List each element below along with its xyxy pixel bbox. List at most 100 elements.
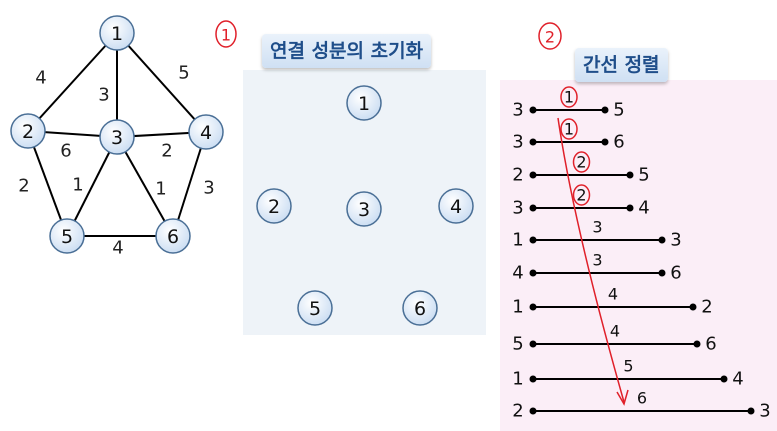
edge-weight-label: 4 <box>610 322 620 341</box>
edge-endpoint-dot <box>658 269 666 277</box>
component-label: 1 <box>358 93 370 115</box>
edge-to-label: 6 <box>670 263 681 284</box>
edge-weight-label: 4 <box>112 238 123 259</box>
graph-node-label: 4 <box>200 122 212 144</box>
edge-from-label: 1 <box>512 297 523 318</box>
graph-node-label: 1 <box>111 23 123 45</box>
edge-endpoint-dot <box>693 340 701 348</box>
graph-node-3 <box>99 119 135 155</box>
step1-title: 연결 성분의 초기화 <box>262 34 432 68</box>
red-circle-annotation <box>560 86 578 108</box>
edge-from-label: 3 <box>512 100 523 121</box>
edge-endpoint-dot <box>529 171 537 179</box>
component-label: 2 <box>268 196 280 218</box>
graph-node-6 <box>155 218 191 254</box>
graph-edge-1-4 <box>116 32 207 133</box>
step1-marker-circle <box>215 20 237 48</box>
edge-weight-label: 3 <box>592 218 602 237</box>
edge-endpoint-dot <box>689 303 697 311</box>
edge-endpoint-dot <box>626 204 634 212</box>
edge-endpoint-dot <box>529 138 537 146</box>
component-label: 6 <box>414 298 426 320</box>
component-node-3 <box>346 191 382 227</box>
step2-marker-number: 2 <box>545 28 555 47</box>
edge-from-label: 4 <box>512 263 523 284</box>
red-circle-annotation <box>572 184 591 206</box>
edge-from-label: 2 <box>512 401 523 422</box>
edge-from-label: 1 <box>512 230 523 251</box>
component-node-1 <box>346 85 382 121</box>
edge-endpoint-dot <box>529 303 537 311</box>
edge-to-label: 5 <box>638 165 649 186</box>
edge-weight-label: 1 <box>72 175 83 196</box>
edge-to-label: 2 <box>701 297 712 318</box>
edge-to-label: 3 <box>670 230 681 251</box>
component-node-6 <box>402 290 438 326</box>
edge-endpoint-dot <box>626 171 634 179</box>
sort-arrow-head <box>616 389 629 406</box>
edge-weight-label: 5 <box>178 63 189 84</box>
edge-from-label: 3 <box>512 132 523 153</box>
edge-from-label: 3 <box>512 198 523 219</box>
edge-weight-label: 6 <box>60 141 71 162</box>
edge-weight-label: 3 <box>203 178 214 199</box>
component-label: 4 <box>450 196 462 218</box>
graph-edge-3-5 <box>66 136 118 237</box>
step2-title: 간선 정렬 <box>575 48 668 82</box>
edge-weight-label: 2 <box>161 141 172 162</box>
graph-node-label: 5 <box>61 226 73 248</box>
edge-endpoint-dot <box>601 138 609 146</box>
graph-node-5 <box>49 218 85 254</box>
edge-endpoint-dot <box>529 375 537 383</box>
red-circle-annotation <box>560 118 578 140</box>
edge-weight-label: 6 <box>637 389 647 408</box>
edge-to-label: 3 <box>759 401 770 422</box>
graph-edge-4-6 <box>172 131 207 237</box>
edge-weight-label: 2 <box>576 153 586 172</box>
graph-edge-1-2 <box>27 32 118 132</box>
red-circle-annotation <box>572 151 591 173</box>
edge-to-label: 5 <box>613 100 624 121</box>
component-node-4 <box>438 188 474 224</box>
edge-to-label: 4 <box>732 369 743 390</box>
sorted-edges-panel <box>500 80 777 431</box>
graph-node-2 <box>10 113 46 149</box>
edge-endpoint-dot <box>747 407 755 415</box>
edge-endpoint-dot <box>529 106 537 114</box>
step2-marker-circle <box>538 22 562 50</box>
edge-weight-label: 1 <box>155 179 166 200</box>
edge-weight-label: 4 <box>608 285 618 304</box>
edge-weight-label: 2 <box>18 176 29 197</box>
edge-from-label: 5 <box>512 334 523 355</box>
graph-node-label: 2 <box>22 121 34 143</box>
edge-weight-label: 5 <box>623 357 633 376</box>
edge-to-label: 4 <box>638 198 649 219</box>
edge-to-label: 6 <box>613 132 624 153</box>
component-label: 5 <box>309 298 321 320</box>
graph-edge-2-5 <box>27 130 68 237</box>
edge-endpoint-dot <box>720 375 728 383</box>
component-node-2 <box>256 188 292 224</box>
graph-node-4 <box>188 114 224 150</box>
edge-weight-label: 4 <box>35 68 46 89</box>
edge-to-label: 6 <box>705 334 716 355</box>
edge-weight-label: 1 <box>564 88 574 107</box>
component-nodes: 1 2 3 4 5 6 <box>256 85 474 326</box>
step1-marker-number: 1 <box>221 26 231 45</box>
edge-from-label: 1 <box>512 369 523 390</box>
edge-endpoint-dot <box>529 407 537 415</box>
graph-node-label: 6 <box>167 226 179 248</box>
graph-node-1 <box>99 15 135 51</box>
edge-endpoint-dot <box>529 340 537 348</box>
graph-node-label: 3 <box>111 127 123 149</box>
edge-endpoint-dot <box>529 236 537 244</box>
edge-endpoint-dot <box>529 269 537 277</box>
edge-weight-label: 2 <box>576 186 586 205</box>
edge-weight-label: 1 <box>564 120 574 139</box>
component-label: 3 <box>358 199 370 221</box>
